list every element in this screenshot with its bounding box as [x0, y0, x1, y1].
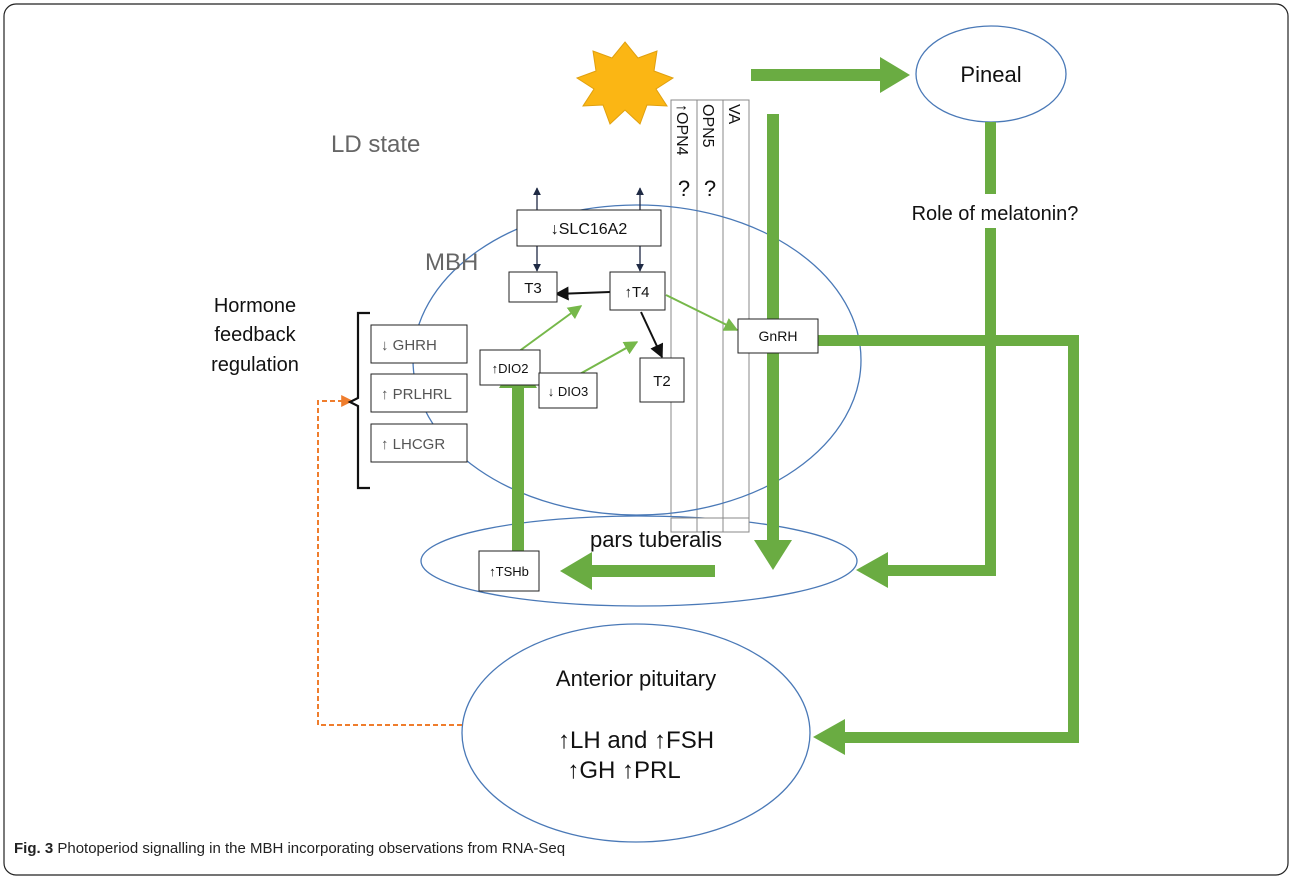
tshb-label: ↑TSHb: [489, 564, 529, 579]
receptor-opn4-question: ?: [678, 176, 690, 201]
photoreceptor-strip-ends: [670, 517, 750, 533]
t2-box: [639, 357, 685, 403]
anterior-pituitary-label: Anterior pituitary: [556, 666, 716, 691]
green-signal-arrows: [499, 57, 1079, 755]
pituitary-hormones-line2: ↑GH ↑PRL: [567, 757, 680, 784]
slc16a2-box: [516, 209, 662, 247]
ld-state-label: LD state: [331, 131, 420, 158]
hormone-feedback-label: Hormone feedback regulation: [211, 295, 299, 376]
t4-box: [609, 271, 666, 311]
t4-label: ↑T4: [624, 284, 649, 301]
prlhrl-label: ↑ PRLHRL: [381, 386, 452, 403]
dio2-box: [479, 349, 541, 386]
black-arrows: [554, 286, 664, 359]
figure-caption: Fig. 3 Photoperiod signalling in the MBH…: [14, 840, 565, 857]
pars-tuberalis-label: pars tuberalis: [590, 527, 722, 552]
ghrh-label: ↓ GHRH: [381, 337, 437, 354]
svg-text:regulation: regulation: [211, 354, 299, 376]
slc16a2-label: ↓SLC16A2: [551, 221, 628, 238]
lhcgr-box: [370, 423, 468, 463]
feedback-bracket: [347, 311, 370, 490]
gene-labels: ↓SLC16A2 T3 ↑T4 T2 ↑DIO2 ↓ DIO3 GnRH ↑TS…: [489, 221, 797, 579]
t3-label: T3: [524, 280, 542, 297]
t3-box: [508, 271, 558, 303]
receptor-opn5-question: ?: [704, 176, 716, 201]
gnrh-box: [737, 318, 819, 354]
tshb-box: [478, 550, 540, 592]
dio3-label: ↓ DIO3: [548, 384, 588, 399]
pineal-label: Pineal: [960, 62, 1021, 87]
lhcgr-label: ↑ LHCGR: [381, 436, 445, 453]
dio3-box: [538, 372, 598, 409]
photoreceptor-strips: [670, 99, 750, 533]
hormone-feedback-dashed-arrow: [317, 395, 462, 726]
receptor-va-label: VA: [725, 104, 742, 124]
pituitary-hormones-line1: ↑LH and ↑FSH: [558, 727, 714, 754]
svg-text:feedback: feedback: [214, 324, 296, 346]
melatonin-label: Role of melatonin?: [912, 203, 1079, 225]
anterior-pituitary-ellipse: [461, 623, 811, 843]
figure-caption-text: Photoperiod signalling in the MBH incorp…: [57, 840, 566, 857]
transport-arrows: [533, 187, 644, 272]
prlhrl-box: [370, 373, 468, 413]
receptor-labels: ↑OPN4 OPN5 VA ? ?: [673, 104, 742, 201]
svg-text:Hormone: Hormone: [214, 295, 296, 317]
mbh-label: MBH: [425, 249, 478, 276]
sun-icon: [575, 41, 675, 125]
receptor-opn4-label: ↑OPN4: [673, 104, 690, 156]
feedback-gene-labels: ↓ GHRH ↑ PRLHRL ↑ LHCGR: [381, 337, 452, 453]
gnrh-label: GnRH: [759, 328, 798, 344]
figure-caption-label: Fig. 3: [14, 840, 54, 857]
figure-frame: [3, 3, 1289, 876]
ghrh-box: [370, 324, 468, 364]
gene-boxes: [370, 209, 819, 592]
receptor-opn5-label: OPN5: [699, 104, 716, 148]
t2-label: T2: [653, 373, 671, 390]
thin-green-arrows: [517, 294, 739, 376]
dio2-label: ↑DIO2: [492, 361, 529, 376]
